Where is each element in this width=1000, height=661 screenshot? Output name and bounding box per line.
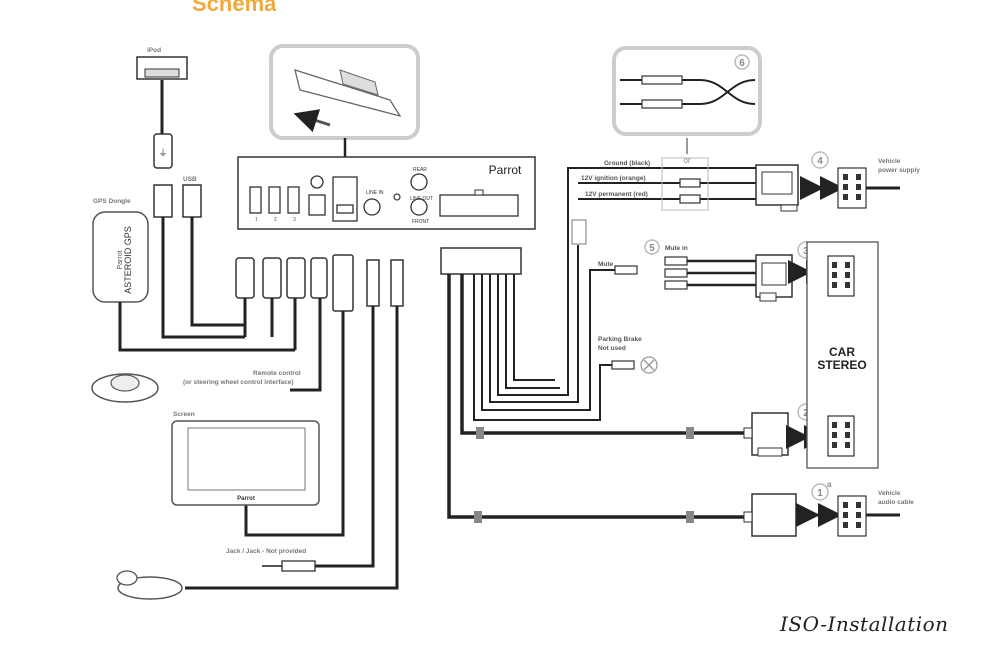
- power-wires: or: [578, 138, 756, 211]
- or-label: or: [683, 156, 690, 165]
- step-4: 4: [817, 156, 823, 167]
- ipod-label: iPod: [147, 47, 161, 54]
- step-5: 5: [649, 243, 655, 254]
- iso-plug-1a: [743, 493, 797, 537]
- gps-dongle-label: GPS Dongle: [93, 198, 131, 205]
- usb-icon: ⏚: [158, 148, 167, 158]
- vehicle-power-label-2: power supply: [878, 167, 920, 174]
- vehicle-power-connector: [837, 167, 900, 209]
- jack-cable: [262, 560, 316, 572]
- car-stereo-line2: STEREO: [817, 358, 866, 372]
- screen-device: Parrot: [171, 420, 320, 506]
- vehicle-power-label: Vehicle: [878, 158, 901, 165]
- mute-in-label: Mute in: [665, 245, 688, 252]
- iso-plug-2: [743, 412, 789, 457]
- speaker-plug-connector: [755, 254, 793, 302]
- gps-dongle: Parrot ASTEROID GPS: [92, 211, 295, 352]
- ipod-connector: iPod ⏚: [136, 47, 188, 169]
- vehicle-audio-label: Vehicle: [878, 490, 901, 497]
- remote-control-note: (or steering wheel control interface): [183, 379, 294, 386]
- microphone: [116, 570, 183, 600]
- usb-port-2: 2: [274, 217, 277, 223]
- ground-label: Ground (black): [604, 160, 650, 167]
- unit-rear: REAR: [413, 167, 427, 173]
- jack-label: Jack / Jack - Not provided: [226, 548, 306, 555]
- usb-port-3: 3: [293, 217, 296, 223]
- unit-front: FRONT: [412, 219, 429, 225]
- page-title-fragment: Schema: [192, 0, 277, 14]
- parking-brake-note: Not used: [598, 345, 626, 352]
- vehicle-audio-label-2: audio cable: [878, 499, 914, 506]
- step-1: 1: [817, 488, 823, 499]
- step-1a: a: [827, 480, 832, 489]
- usb-port-1: 1: [255, 217, 258, 223]
- not-used-icon: [640, 356, 658, 374]
- car-stereo-box: CAR STEREO: [806, 241, 879, 469]
- usb-ports: 1 2 3: [249, 186, 300, 223]
- remote-control: [91, 373, 159, 403]
- usb-label: USB: [183, 176, 197, 183]
- parking-brake-label: Parking Brake: [598, 336, 642, 343]
- car-stereo-line1: CAR: [829, 345, 855, 359]
- gps-model: ASTEROID GPS: [123, 226, 133, 294]
- ignition-label: 12V ignition (orange): [581, 175, 646, 182]
- gps-brand: Parrot: [117, 250, 124, 269]
- permanent-label: 12V permanent (red): [585, 191, 648, 198]
- mute-label: Mute: [598, 261, 614, 268]
- power-plug-connector: [755, 164, 799, 212]
- detail-box-6: 6: [612, 46, 762, 136]
- step-2: 2: [803, 408, 809, 419]
- installation-caption: ISO-Installation: [780, 612, 949, 636]
- usb-cables: [153, 184, 245, 339]
- parrot-main-unit: Parrot 1 2 3 LINE IN REAR LINE OUT FRONT: [237, 156, 536, 230]
- unit-line-in: LINE IN: [366, 190, 384, 196]
- unit-brand: Parrot: [489, 163, 522, 177]
- harness-plugs: [185, 254, 404, 590]
- vehicle-audio-connector: [837, 495, 900, 537]
- iso-harness: [440, 167, 756, 523]
- remote-control-label: Remote control: [253, 370, 301, 377]
- step-6: 6: [739, 58, 745, 69]
- screen-label: Screen: [173, 411, 195, 418]
- step-3: 3: [803, 246, 809, 257]
- mute-in-group: 5 Mute in: [644, 239, 756, 290]
- screen-brand: Parrot: [237, 496, 255, 502]
